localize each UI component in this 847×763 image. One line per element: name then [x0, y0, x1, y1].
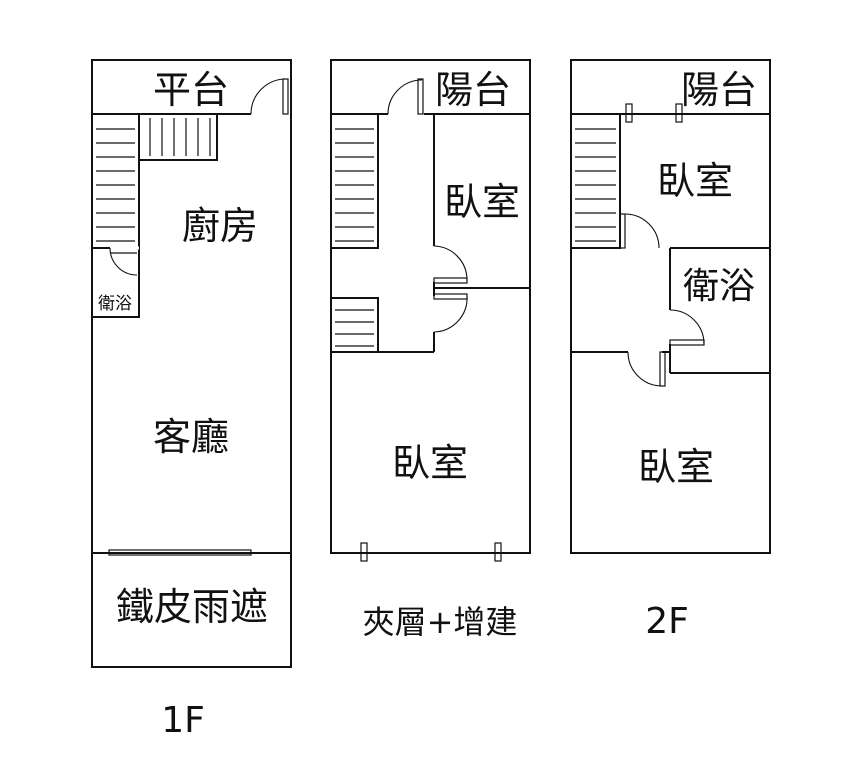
- room-bedroom-label: 臥室: [657, 159, 733, 203]
- room-bedroom-label: 臥室: [638, 445, 714, 489]
- floor-2f-outline: [570, 59, 771, 554]
- floor-1f-outline: [91, 59, 292, 668]
- room-bathroom-label: 衛浴: [98, 294, 132, 314]
- floor-1f: 平台 廚房 衛浴 客廳 鐵皮雨遮 1F: [91, 59, 292, 741]
- room-balcony-label: 陽台: [435, 68, 511, 112]
- door-swing-icon: [109, 247, 138, 276]
- room-balcony-label: 陽台: [681, 68, 757, 112]
- platform-door-1f: [250, 78, 290, 116]
- room-bathroom-label: 衛浴: [683, 266, 755, 307]
- room-kitchen-label: 廚房: [182, 204, 258, 248]
- bathroom-1f: [91, 246, 140, 318]
- floor-label-mezzanine: 夾層+增建: [363, 603, 518, 641]
- floor-2f: 陽台 臥室 衛浴 臥室 2F: [570, 59, 771, 642]
- door-swing-icon: [433, 295, 468, 333]
- door-swing-icon: [669, 309, 705, 345]
- door-swing-icon: [624, 213, 660, 249]
- window-post: [494, 542, 502, 562]
- room-bedroom-label: 臥室: [444, 180, 520, 224]
- room-bedroom-label: 臥室: [392, 441, 468, 485]
- door-swing-icon: [387, 79, 423, 115]
- floor-label-2f: 2F: [645, 601, 689, 642]
- floor-label-1f: 1F: [161, 700, 205, 741]
- window-1f: [108, 549, 252, 556]
- window-post: [675, 103, 683, 123]
- stairs-2f: [570, 113, 621, 249]
- stairs-1f: [91, 113, 218, 249]
- window-post: [360, 542, 368, 562]
- room-living-label: 客廳: [153, 415, 229, 459]
- door-swing-icon: [627, 351, 663, 387]
- room-platform-label: 平台: [153, 68, 229, 112]
- doors-2f: [619, 213, 705, 387]
- balcony-door-mezzanine: [387, 78, 424, 116]
- stairs-mezzanine: [330, 113, 379, 353]
- room-awning-label: 鐵皮雨遮: [116, 585, 268, 629]
- floor-mezzanine: 陽台 臥室 臥室 夾層+增建: [330, 59, 531, 641]
- door-swing-icon: [250, 78, 287, 115]
- window-post: [625, 103, 633, 123]
- doors-mezzanine: [432, 245, 468, 333]
- door-swing-icon: [433, 245, 468, 281]
